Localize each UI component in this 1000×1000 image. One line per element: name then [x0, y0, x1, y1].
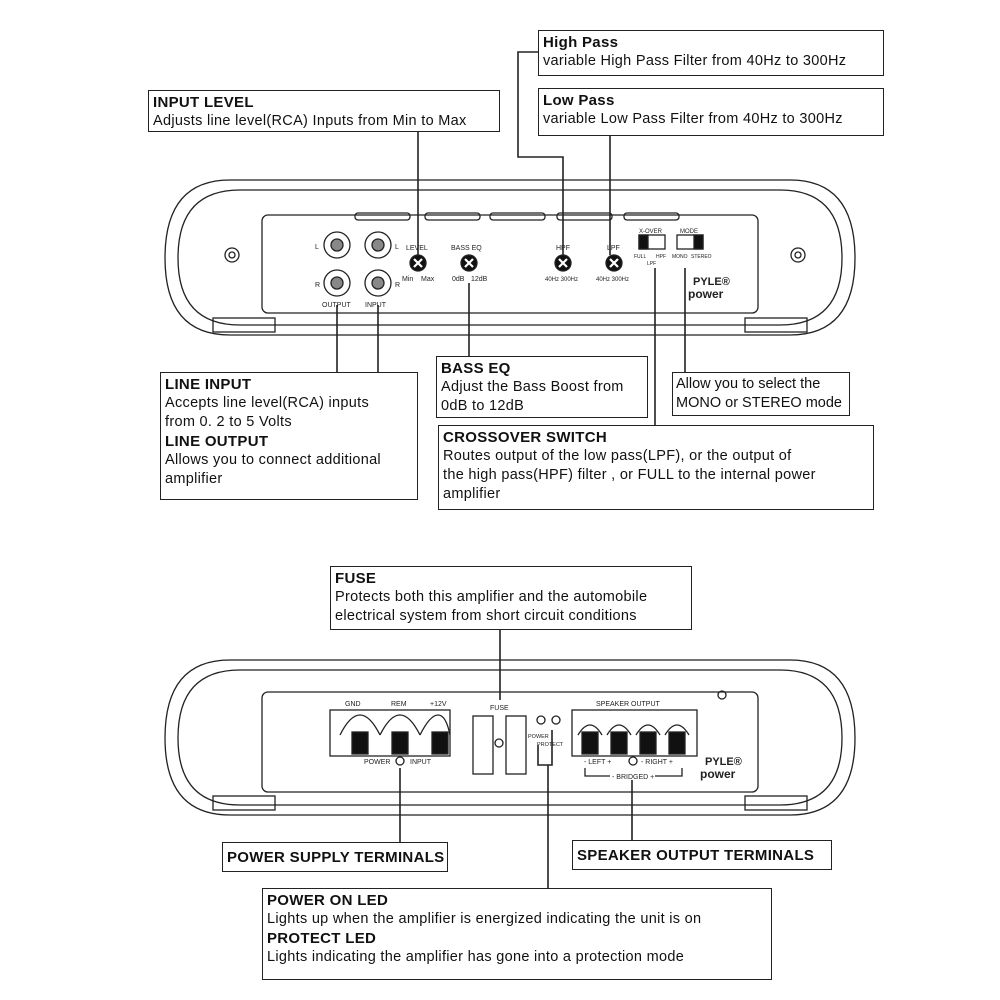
callout-text: Adjust the Bass Boost from	[441, 379, 624, 395]
callout-text: Adjusts line level(RCA) Inputs from Min …	[153, 113, 467, 129]
rca-r-label: R	[315, 282, 320, 289]
callout-text: variable Low Pass Filter from 40Hz to 30…	[543, 111, 843, 127]
level-min: Min	[402, 276, 413, 283]
callout-text: Accepts line level(RCA) inputs	[165, 395, 370, 411]
hpf-position: HPF	[656, 254, 666, 260]
hpf-range: 40Hz 300Hz	[545, 277, 578, 283]
callout-title: SPEAKER OUTPUT TERMINALS	[577, 847, 815, 864]
crossover-callout: CROSSOVER SWITCH Routes output of the lo…	[438, 425, 874, 510]
input-level-callout: INPUT LEVEL Adjusts line level(RCA) Inpu…	[148, 90, 500, 132]
fuse-holder	[472, 715, 494, 775]
bass-eq-callout: BASS EQ Adjust the Bass Boost from 0dB t…	[436, 356, 648, 418]
mode-label: MODE	[680, 229, 698, 235]
callout-text: MONO or STEREO mode	[676, 395, 842, 411]
callout-text: amplifier	[165, 471, 223, 487]
rca-l-label: L	[315, 244, 319, 251]
lpf-range: 40Hz 300Hz	[596, 277, 629, 283]
rca-l-label: L	[395, 244, 399, 251]
power-input-label: POWER	[364, 759, 390, 766]
xover-label: X-OVER	[639, 229, 663, 235]
bass-eq-label: BASS EQ	[451, 245, 482, 252]
level-label: LEVEL	[406, 245, 428, 252]
input-label: INPUT	[410, 759, 432, 766]
speaker-output-label: SPEAKER OUTPUT	[596, 701, 661, 708]
rca-jacks	[323, 231, 392, 297]
callout-title: POWER ON LED	[267, 892, 389, 909]
bottom-amplifier-panel	[164, 659, 856, 816]
callout-text: electrical system from short circuit con…	[335, 608, 637, 624]
rem-label: REM	[391, 701, 407, 708]
low-pass-callout: Low Pass variable Low Pass Filter from 4…	[538, 88, 884, 136]
full-label: FULL	[634, 254, 646, 260]
right-label: - RIGHT +	[641, 759, 673, 766]
protect-led-label: PROTECT	[537, 742, 564, 748]
callout-title: PROTECT LED	[267, 930, 377, 947]
callout-title: High Pass	[543, 34, 619, 51]
protect-led	[551, 715, 561, 725]
leader-lines	[336, 51, 686, 888]
callout-text: Routes output of the low pass(LPF), or t…	[443, 448, 792, 464]
input-label: INPUT	[365, 302, 387, 309]
rca-r-label: R	[395, 282, 400, 289]
12v-label: +12V	[430, 701, 447, 708]
bass-max: 12dB	[471, 276, 488, 283]
fuse-label: FUSE	[490, 705, 509, 712]
brand-logo: PYLE®	[693, 276, 730, 288]
fuse-callout: FUSE Protects both this amplifier and th…	[330, 566, 692, 630]
output-label: OUTPUT	[322, 302, 352, 309]
callout-text: 0dB to 12dB	[441, 398, 525, 414]
brand-logo: PYLE®	[705, 756, 742, 768]
callout-text: Allow you to select the	[676, 376, 821, 392]
callout-text: the high pass(HPF) filter , or FULL to t…	[443, 467, 816, 483]
callout-text: Protects both this amplifier and the aut…	[335, 589, 648, 605]
level-max: Max	[421, 276, 435, 283]
bass-min: 0dB	[452, 276, 465, 283]
callout-title: INPUT LEVEL	[153, 94, 254, 111]
bridged-label: - BRIDGED +	[612, 774, 654, 781]
callout-text: Allows you to connect additional	[165, 452, 381, 468]
callout-title: FUSE	[335, 570, 377, 587]
hpf-label: HPF	[556, 245, 570, 252]
brand-logo: power	[700, 767, 736, 781]
callout-text: amplifier	[443, 486, 501, 502]
power-supply-callout: POWER SUPPLY TERMINALS	[222, 842, 448, 872]
callout-title: BASS EQ	[441, 360, 511, 377]
callout-title: LINE OUTPUT	[165, 433, 269, 450]
lpf-position: LPF	[647, 261, 656, 267]
callout-title: Low Pass	[543, 92, 615, 109]
knobs	[409, 254, 623, 272]
mono-label: MONO	[672, 254, 688, 260]
brand-logo: power	[688, 287, 724, 301]
lpf-label: LPF	[607, 245, 620, 252]
callout-title: LINE INPUT	[165, 376, 252, 393]
callout-text: variable High Pass Filter from 40Hz to 3…	[543, 53, 847, 69]
callout-title: POWER SUPPLY TERMINALS	[227, 849, 445, 866]
callout-text: Lights indicating the amplifier has gone…	[267, 949, 685, 965]
line-io-callout: LINE INPUT Accepts line level(RCA) input…	[160, 372, 418, 500]
mode-callout: Allow you to select the MONO or STEREO m…	[672, 372, 850, 416]
vent-slots	[354, 212, 680, 221]
power-led-label: POWER	[528, 734, 549, 740]
power-led	[536, 715, 546, 725]
left-label: - LEFT +	[584, 759, 611, 766]
gnd-label: GND	[345, 701, 361, 708]
top-amplifier-panel	[164, 179, 856, 336]
stereo-label: STEREO	[691, 254, 712, 260]
callout-text: Lights up when the amplifier is energize…	[267, 911, 702, 927]
callout-title: CROSSOVER SWITCH	[443, 429, 607, 446]
speaker-output-callout: SPEAKER OUTPUT TERMINALS	[572, 840, 832, 870]
led-callout: POWER ON LED Lights up when the amplifie…	[262, 888, 772, 980]
high-pass-callout: High Pass variable High Pass Filter from…	[538, 30, 884, 76]
callout-text: from 0. 2 to 5 Volts	[165, 414, 292, 430]
